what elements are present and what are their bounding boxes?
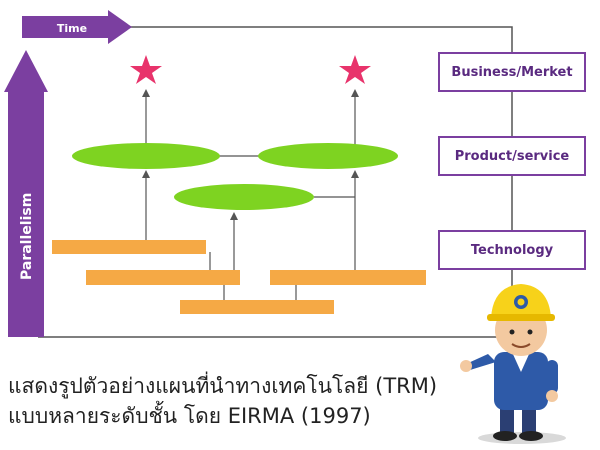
star-right xyxy=(339,55,371,84)
product-ellipse-right xyxy=(258,143,398,169)
engineer-mascot-icon xyxy=(460,284,566,444)
caption-line-2: แบบหลายระดับชั้น โดย EIRMA (1997) xyxy=(8,404,371,428)
tech-bar-3 xyxy=(270,270,426,285)
product-ellipse-bottom xyxy=(174,184,314,210)
arrow-to-star-left xyxy=(142,89,150,145)
technology-label: Technology xyxy=(470,242,554,258)
arrow-to-star-right xyxy=(351,89,359,145)
business-market-box: Business/Merket xyxy=(438,52,586,92)
time-arrow xyxy=(22,10,132,44)
product-ellipse-left xyxy=(72,143,220,169)
technology-box: Technology xyxy=(438,230,586,270)
parallelism-arrow xyxy=(4,50,48,337)
caption-line-1: แสดงรูปตัวอย่างแผนที่นำทางเทคโนโลยี (TRM… xyxy=(8,374,438,398)
business-market-label: Business/Merket xyxy=(451,64,573,80)
product-service-label: Product/service xyxy=(454,148,570,164)
product-service-box: Product/service xyxy=(438,136,586,176)
frame-top-line xyxy=(38,26,513,338)
parallelism-label: Parallelism xyxy=(19,193,35,280)
arrow-tech-to-right-ellipse xyxy=(351,170,359,270)
tech-bar-2 xyxy=(86,270,240,285)
time-label: Time xyxy=(57,22,87,35)
star-left xyxy=(130,55,162,84)
arrow-tech-to-left-ellipse xyxy=(142,170,150,240)
tech-bar-4 xyxy=(180,300,334,314)
tech-bar-1 xyxy=(52,240,206,254)
arrow-tech-to-bottom-ellipse xyxy=(230,212,238,270)
